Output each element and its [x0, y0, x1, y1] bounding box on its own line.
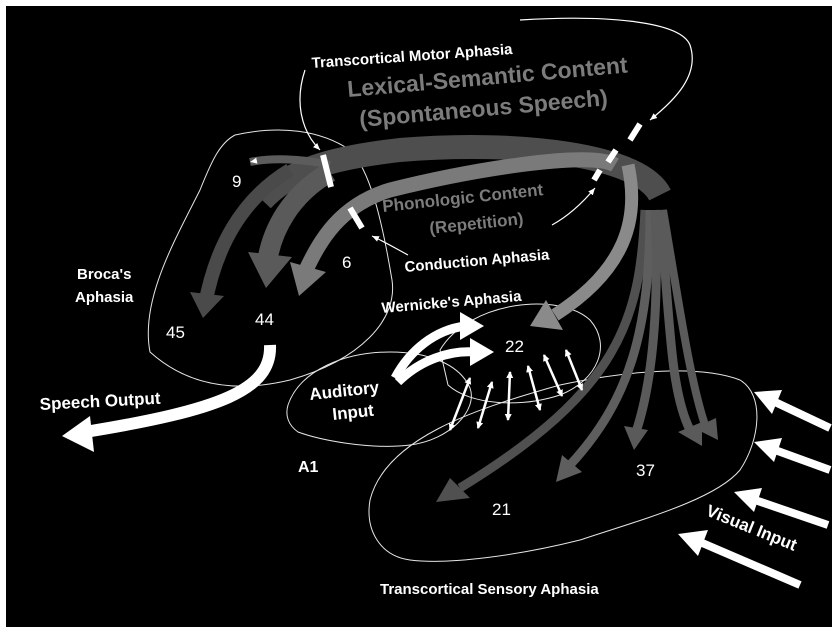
lesion-mark-lexical-1	[627, 122, 643, 142]
label-wernicke: Wernicke's Aphasia	[381, 288, 523, 317]
label-conduction: Conduction Aphasia	[404, 246, 551, 276]
label-broca-line1: Broca's	[77, 266, 131, 283]
bidirectional-arrow-3	[504, 371, 514, 421]
area-6-label: 6	[342, 253, 351, 272]
bidirectional-arrow-4	[526, 365, 542, 411]
pathway-to-wernicke	[551, 163, 639, 321]
label-auditory-line2: Input	[331, 401, 375, 424]
pathway-to-temporal-c	[659, 209, 709, 427]
bidirectional-arrows	[448, 349, 584, 431]
lesion-mark-motor-1	[320, 154, 334, 188]
arrowhead-wernicke	[530, 300, 563, 330]
visual-arrow-2	[773, 446, 832, 474]
label-transcortical-sensory: Transcortical Sensory Aphasia	[380, 581, 599, 598]
arrowhead-area-44	[248, 252, 292, 288]
area-9-label: 9	[232, 172, 241, 191]
arrowhead-phonologic	[290, 262, 326, 296]
pathway-to-temporal-a	[566, 209, 655, 469]
pathway-to-area-37	[631, 209, 661, 434]
pathway-to-area-21	[457, 209, 650, 492]
bidirectional-arrow-5	[542, 354, 564, 397]
visual-arrowhead-3	[734, 488, 762, 512]
pathway-to-temporal-b	[655, 209, 695, 433]
lesion-markers	[320, 122, 643, 230]
bidirectional-arrow-1	[448, 377, 472, 431]
visual-arrowhead-2	[754, 438, 782, 462]
arrowhead-area-45	[190, 292, 224, 318]
pathway-to-area-9	[249, 155, 331, 169]
arrowhead-area-21	[436, 478, 470, 502]
area-21-label: 21	[492, 500, 511, 519]
lesion-mark-lexical-2	[605, 148, 619, 164]
pointer-transcortical-motor-left	[299, 69, 321, 151]
area-37-label: 37	[636, 461, 655, 480]
visual-arrowhead-4	[678, 530, 708, 556]
label-a1: A1	[298, 459, 319, 476]
speech-output-arrow	[84, 344, 277, 438]
visual-arrow-1	[773, 398, 832, 432]
pathway-to-area-45	[198, 163, 294, 307]
speech-output-arrowhead	[62, 416, 94, 452]
lesion-mark-motor-2	[347, 206, 365, 230]
pointer-conduction-right	[551, 187, 596, 226]
arrowhead-temporal-c	[694, 418, 718, 440]
pointer-conduction-left	[371, 235, 409, 256]
visual-arrow-3	[753, 496, 830, 529]
pointer-transcortical-motor-right	[519, 17, 693, 121]
visual-arrow-4	[698, 538, 802, 589]
label-broca-line2: Aphasia	[75, 289, 134, 306]
white-arrows	[62, 312, 832, 589]
auditory-arrowhead-lower	[470, 338, 494, 366]
label-phonologic-line2: (Repetition)	[428, 209, 524, 238]
pointer-lines	[299, 17, 693, 256]
area-45-label: 45	[166, 323, 185, 342]
auditory-arrowhead-upper	[460, 312, 484, 340]
label-auditory-line1: Auditory	[308, 378, 380, 404]
text-labels: Transcortical Motor Aphasia Lexical-Sema…	[39, 41, 800, 598]
arrowhead-temporal-a	[556, 455, 582, 482]
pathway-to-area-44	[257, 163, 336, 264]
pathway-arrows	[190, 135, 718, 502]
auditory-arrow-upper	[391, 321, 466, 381]
label-speech-output: Speech Output	[39, 389, 161, 414]
auditory-arrow-lower	[394, 347, 476, 386]
arrowhead-area-37	[624, 426, 648, 450]
bidirectional-arrow-6	[564, 349, 584, 391]
phonologic-pathway	[298, 152, 619, 276]
bidirectional-arrow-2	[476, 381, 494, 429]
visual-arrowhead-1	[754, 390, 782, 414]
area-22-label: 22	[505, 337, 524, 356]
area-44-label: 44	[255, 310, 274, 329]
diagram-panel	[6, 6, 832, 627]
lesion-mark-lexical-3	[591, 168, 603, 182]
